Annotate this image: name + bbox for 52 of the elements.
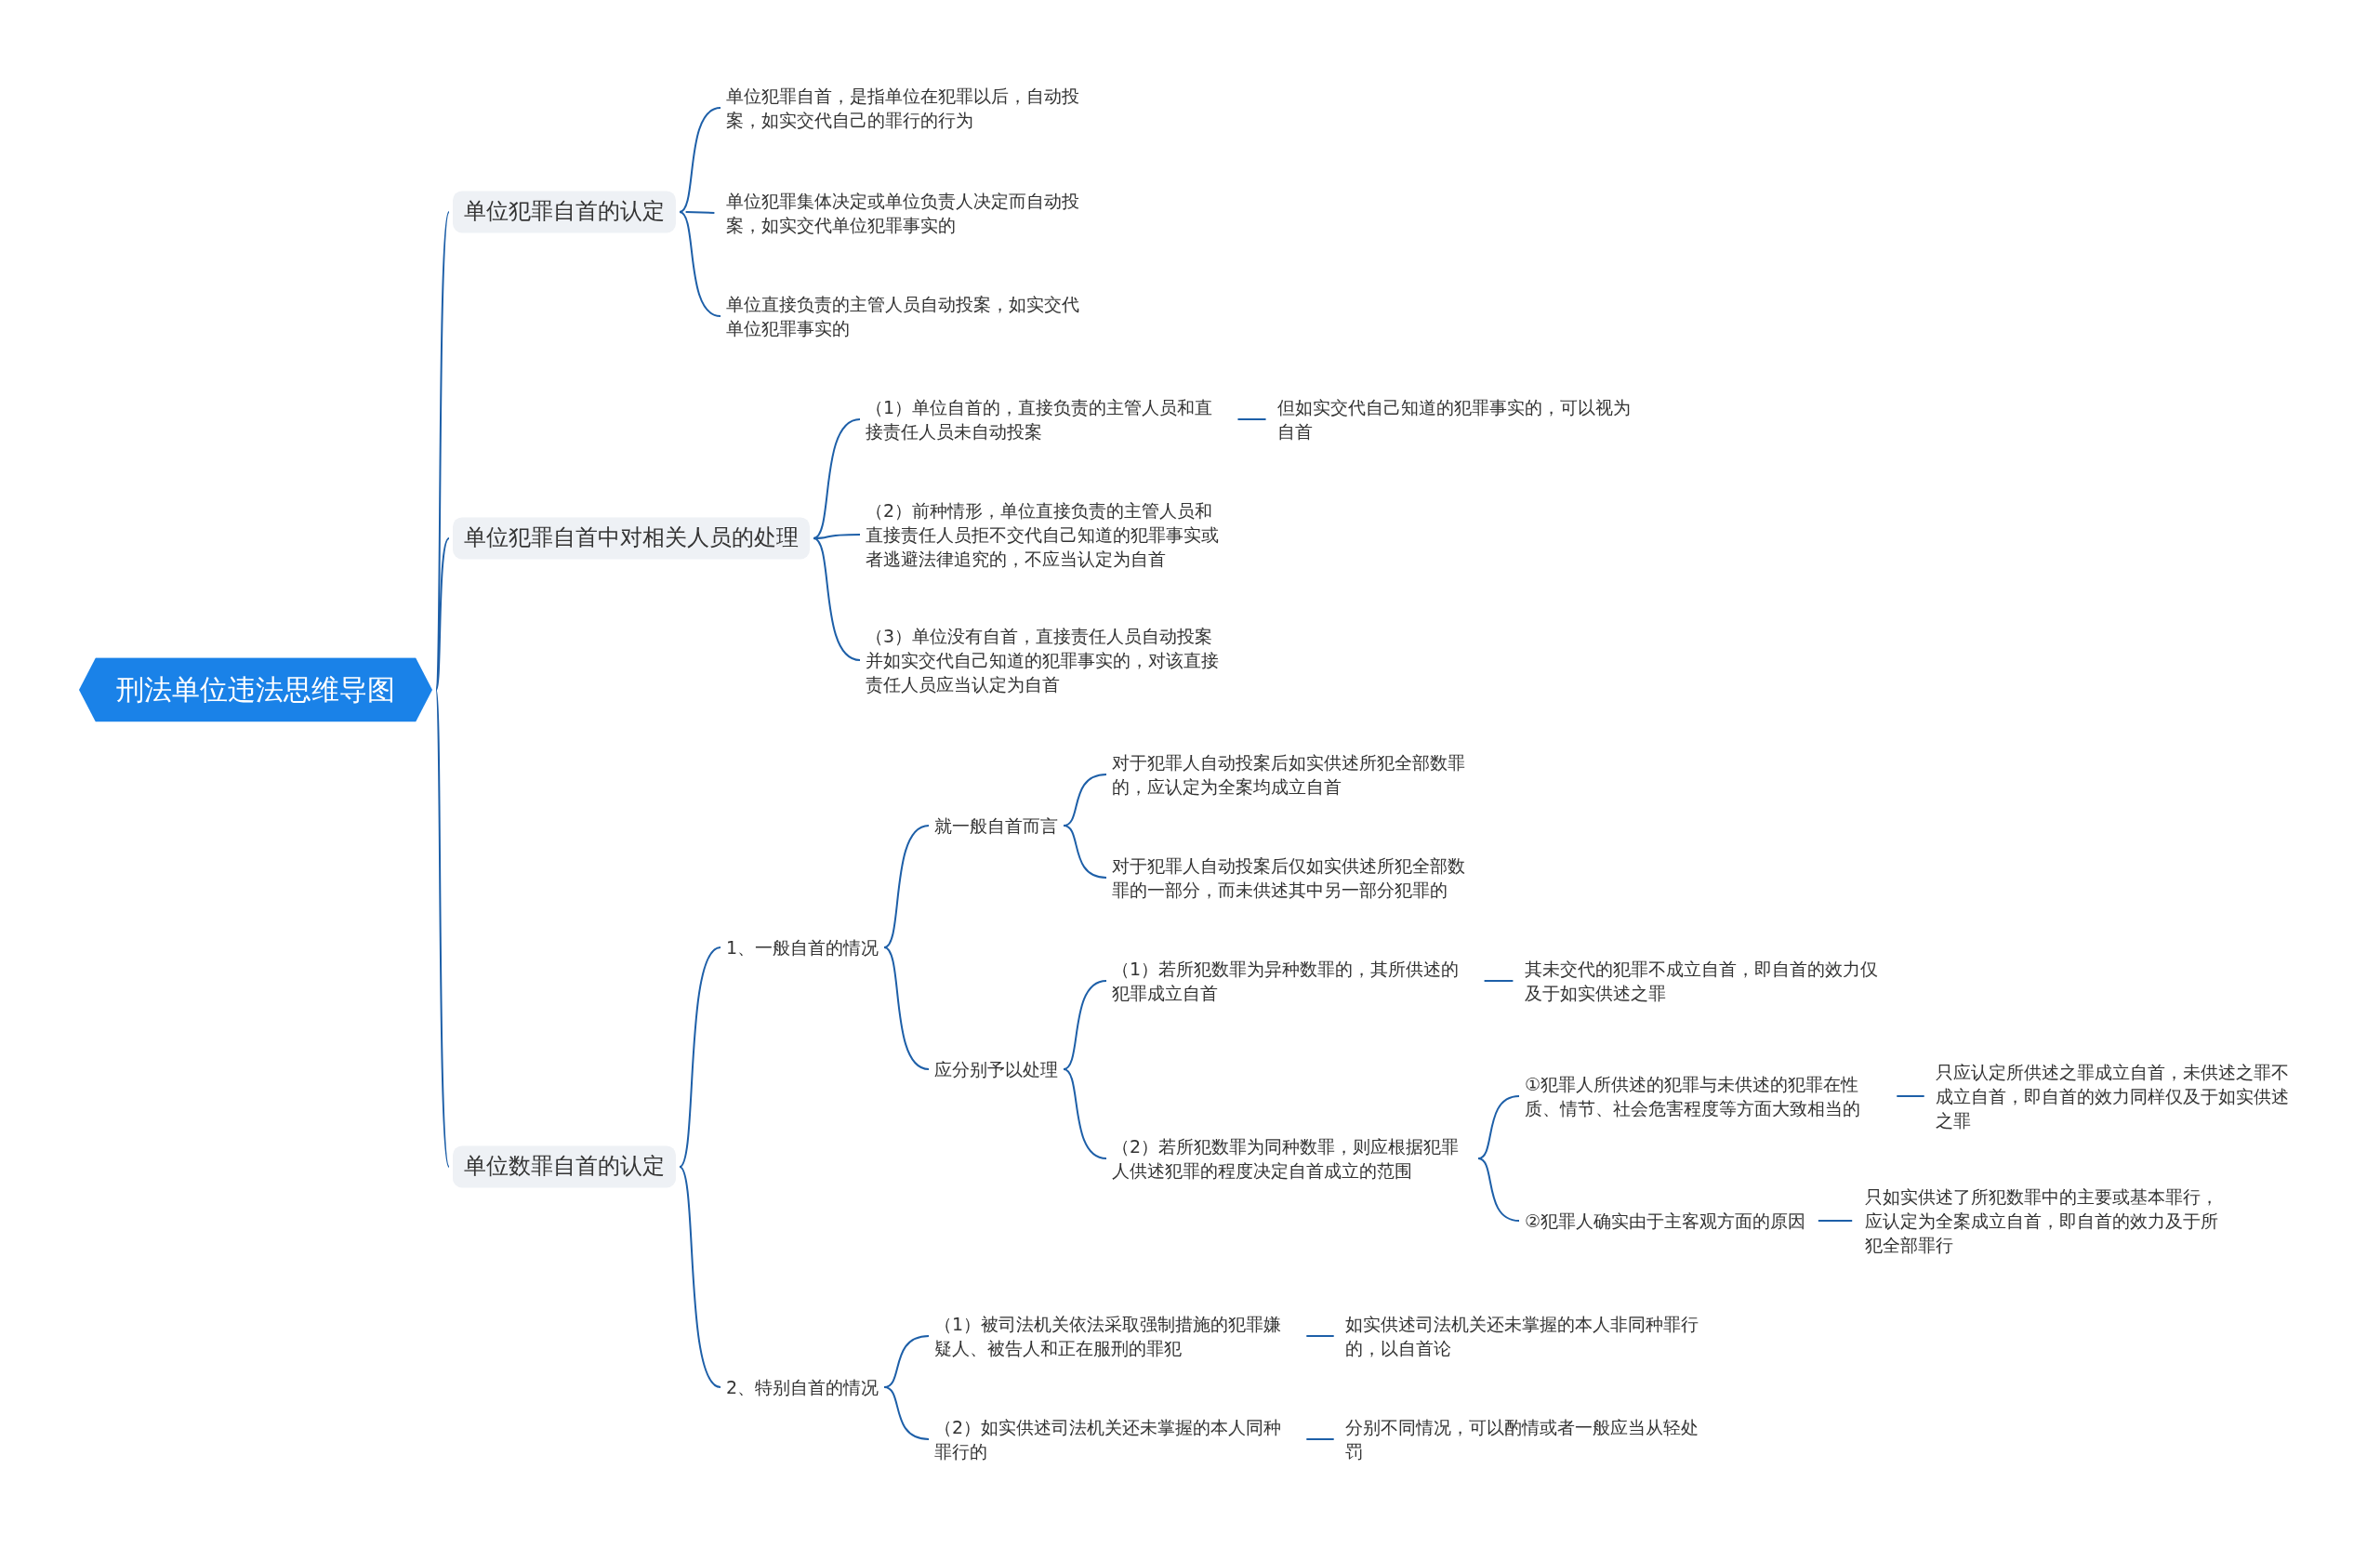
central-topic: 刑法单位违法思维导图 xyxy=(79,657,432,722)
connector-line xyxy=(1063,980,1107,1070)
connector-line xyxy=(435,689,450,1168)
subtopic-text: （2）如实供述司法机关还未掌握的本人同种罪行的 xyxy=(932,1414,1297,1464)
subtopic-text: 只应认定所供述之罪成立自首，未供述之罪不成立自首，即自首的效力同样仅及于如实供述之罪 xyxy=(1934,1059,2306,1133)
subtopic-text: 单位犯罪自首，是指单位在犯罪以后，自动投案，如实交代自己的罪行的行为 xyxy=(724,83,1089,133)
subtopic-text: （1）被司法机关依法采取强制措施的犯罪嫌疑人、被告人和正在服刑的罪犯 xyxy=(932,1311,1297,1361)
subtopic-text: （1）若所犯数罪为异种数罪的，其所供述的犯罪成立自首 xyxy=(1110,956,1474,1006)
connector-line xyxy=(883,825,930,948)
connector-line xyxy=(1305,1335,1335,1337)
connector-line xyxy=(813,418,861,539)
subtopic-text: 单位犯罪集体决定或单位负责人决定而自动投案，如实交代单位犯罪事实的 xyxy=(724,188,1089,238)
connector-line xyxy=(679,211,721,317)
subtopic-text: ①犯罪人所供述的犯罪与未供述的犯罪在性质、情节、社会危害程度等方面大致相当的 xyxy=(1523,1071,1887,1121)
connector-line xyxy=(1063,1068,1107,1159)
subtopic-text: 只如实供述了所犯数罪中的主要或基本罪行，应认定为全案成立自首，即自首的效力及于所犯全部罪行 xyxy=(1863,1184,2235,1258)
connector-line xyxy=(1236,418,1267,420)
connector-line xyxy=(1063,825,1107,879)
branch-topic: 单位犯罪自首中对相关人员的处理 xyxy=(453,517,810,560)
subtopic-text: （1）单位自首的，直接负责的主管人员和直接责任人员未自动投案 xyxy=(864,394,1228,444)
subtopic-text: 2、特别自首的情况 xyxy=(724,1374,881,1400)
connector-line xyxy=(813,537,861,661)
subtopic-text: ②犯罪人确实由于主客观方面的原因 xyxy=(1523,1208,1808,1234)
connector-line xyxy=(1477,1158,1520,1222)
branch-topic: 单位数罪自首的认定 xyxy=(453,1145,676,1188)
subtopic-text: 对于犯罪人自动投案后如实供述所犯全部数罪的，应认定为全案均成立自首 xyxy=(1110,749,1474,800)
connector-line xyxy=(883,1386,930,1440)
connector-line xyxy=(1817,1220,1854,1222)
subtopic-text: 单位直接负责的主管人员自动投案，如实交代单位犯罪事实的 xyxy=(724,291,1089,341)
branch-topic: 单位犯罪自首的认定 xyxy=(453,191,676,233)
connector-line xyxy=(883,946,930,1070)
connector-line xyxy=(1477,1095,1520,1159)
subtopic-text: （3）单位没有自首，直接责任人员自动投案并如实交代自己知道的犯罪事实的，对该直接责任人员应当认定为自首 xyxy=(864,623,1228,697)
subtopic-text: 其未交代的犯罪不成立自首，即自首的效力仅及于如实供述之罪 xyxy=(1523,956,1895,1006)
subtopic-text: 如实供述司法机关还未掌握的本人非同种罪行的，以自首论 xyxy=(1343,1311,1715,1361)
connector-line xyxy=(1483,980,1514,982)
connector-line xyxy=(679,946,721,1168)
connector-line xyxy=(684,211,716,214)
subtopic-text: 对于犯罪人自动投案后仅如实供述所犯全部数罪的一部分，而未供述其中另一部分犯罪的 xyxy=(1110,853,1474,903)
subtopic-text: 但如实交代自己知道的犯罪事实的，可以视为自首 xyxy=(1276,394,1647,444)
connector-line xyxy=(1305,1438,1335,1440)
subtopic-text: 1、一般自首的情况 xyxy=(724,934,881,960)
connector-line xyxy=(813,534,861,539)
subtopic-text: 就一般自首而言 xyxy=(932,813,1060,839)
subtopic-text: 分别不同情况，可以酌情或者一般应当从轻处罚 xyxy=(1343,1414,1715,1464)
connector-line xyxy=(679,107,721,213)
subtopic-text: （2）前种情形，单位直接负责的主管人员和直接责任人员拒不交代自己知道的犯罪事实或者逃避法律追究的，不应当认定为自首 xyxy=(864,497,1228,572)
connector-line xyxy=(435,537,450,691)
connector-line xyxy=(1896,1095,1925,1097)
connector-line xyxy=(679,1166,721,1388)
subtopic-text: 应分别予以处理 xyxy=(932,1056,1060,1082)
subtopic-text: （2）若所犯数罪为同种数罪，则应根据犯罪人供述犯罪的程度决定自首成立的范围 xyxy=(1110,1133,1474,1184)
